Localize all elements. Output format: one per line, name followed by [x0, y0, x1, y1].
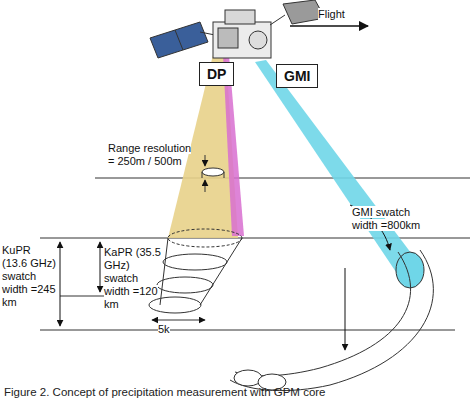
kapr-label: KaPR (35.5 GHz) swatch width =120 km [104, 246, 161, 310]
footprint-label: 5k [158, 323, 170, 336]
kapr-label: KaPR (35.5 GHz) swatch width =120 km [104, 246, 166, 311]
kupr-label: KuPR (13.6 GHz) swatch width =245 km [2, 244, 56, 308]
figure-caption: Figure 2. Concept of precipitation measu… [4, 386, 326, 398]
instrument-name: GMI [284, 68, 310, 84]
gmi-swath-label: GMI swatch width =800km [352, 206, 424, 232]
kupr-label: KuPR (13.6 GHz) swatch width =245 km [2, 244, 58, 309]
footprint-label: 5k [158, 323, 170, 335]
range-label: Range resolution = 250m / 500m [108, 142, 191, 167]
instrument-box: DP [199, 62, 234, 86]
figure-caption: Figure 2. Concept of precipitation measu… [4, 386, 326, 398]
flight-label: Flight [318, 8, 345, 21]
range-label: Range resolution = 250m / 500m [108, 142, 200, 168]
instrument-name: DP [207, 66, 226, 82]
instrument-box: GMI [276, 64, 318, 88]
gmi-swath-label: GMI swatch width =800km [352, 206, 420, 231]
flight-label: Flight [318, 8, 345, 20]
